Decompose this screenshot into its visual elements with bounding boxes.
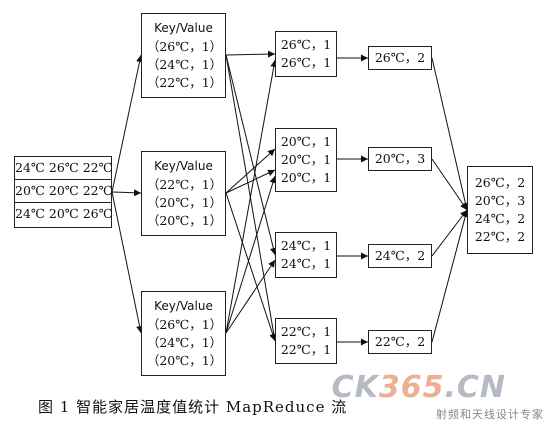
map-kv: （22℃，1）	[146, 177, 223, 192]
reduce-box-20: 20℃，3	[368, 147, 432, 171]
input-line: 20℃ 20℃ 22℃	[15, 180, 113, 203]
input-line: 24℃ 26℃ 22℃	[15, 157, 113, 180]
map-kv: （24℃，1）	[146, 335, 223, 350]
group-box-24: 24℃，1 24℃，1	[275, 232, 337, 278]
output-kv: 26℃，2	[474, 175, 526, 190]
map-kv: （20℃，1）	[146, 353, 223, 368]
map-box-2: Key/Value （22℃，1） （20℃，1） （20℃，1）	[141, 151, 226, 236]
flow-arrow	[431, 209, 469, 343]
map-title: Key/Value	[154, 159, 213, 173]
group-kv: 20℃，1	[280, 152, 332, 167]
input-box: 24℃ 26℃ 22℃ 20℃ 20℃ 22℃ 24℃ 20℃ 26℃	[14, 156, 113, 228]
flow-arrow	[225, 59, 278, 334]
flow-arrow	[431, 209, 468, 257]
output-box: 26℃，2 20℃，3 24℃，2 22℃，2	[467, 166, 533, 254]
map-kv: （20℃，1）	[146, 195, 223, 210]
group-box-20: 20℃，1 20℃，1 20℃，1	[275, 128, 337, 192]
flow-arrow	[225, 148, 276, 194]
map-box-3: Key/Value （26℃，1） （24℃，1） （20℃，1）	[141, 291, 226, 376]
input-line: 24℃ 20℃ 26℃	[15, 206, 113, 221]
group-kv: 20℃，1	[280, 134, 332, 149]
output-kv: 24℃，2	[474, 211, 526, 226]
flow-arrow	[111, 191, 144, 334]
flow-arrow	[111, 189, 142, 197]
flow-arrow	[225, 259, 276, 334]
figure-caption: 图 1 智能家居温度值统计 MapReduce 流	[38, 398, 348, 416]
reduce-kv: 22℃，2	[374, 334, 426, 349]
flow-arrow	[431, 57, 469, 211]
flow-arrow	[225, 50, 276, 58]
group-box-22: 22℃，1 22℃，1	[275, 318, 337, 364]
group-box-26: 26℃，1 26℃，1	[275, 31, 337, 77]
group-kv: 22℃，1	[280, 342, 332, 357]
group-kv: 24℃，1	[280, 256, 332, 271]
group-kv: 20℃，1	[280, 170, 332, 185]
reduce-kv: 20℃，3	[374, 151, 426, 166]
reduce-box-22: 22℃，2	[368, 330, 432, 354]
reduce-kv: 24℃，2	[374, 248, 426, 263]
group-kv: 22℃，1	[280, 324, 332, 339]
reduce-box-24: 24℃，2	[368, 244, 432, 268]
map-kv: （20℃，1）	[146, 213, 223, 228]
map-box-1: Key/Value （26℃，1） （24℃，1） （22℃，1）	[141, 13, 226, 98]
map-kv: （26℃，1）	[146, 317, 223, 332]
map-title: Key/Value	[154, 299, 213, 313]
group-kv: 26℃，1	[280, 37, 332, 52]
reduce-box-26: 26℃，2	[368, 46, 432, 70]
map-kv: （22℃，1）	[146, 75, 223, 90]
flow-arrow	[111, 54, 143, 193]
reduce-kv: 26℃，2	[374, 50, 426, 65]
output-kv: 20℃，3	[474, 193, 526, 208]
map-title: Key/Value	[154, 21, 213, 35]
flow-arrow	[225, 54, 277, 256]
flow-arrow	[225, 192, 277, 342]
map-kv: （24℃，1）	[146, 57, 223, 72]
flow-arrow	[431, 158, 468, 211]
output-kv: 22℃，2	[474, 229, 526, 244]
group-kv: 24℃，1	[280, 238, 332, 253]
flow-arrow	[225, 175, 277, 334]
flow-arrow	[225, 169, 276, 194]
map-kv: （26℃，1）	[146, 39, 223, 54]
group-kv: 26℃，1	[280, 55, 332, 70]
